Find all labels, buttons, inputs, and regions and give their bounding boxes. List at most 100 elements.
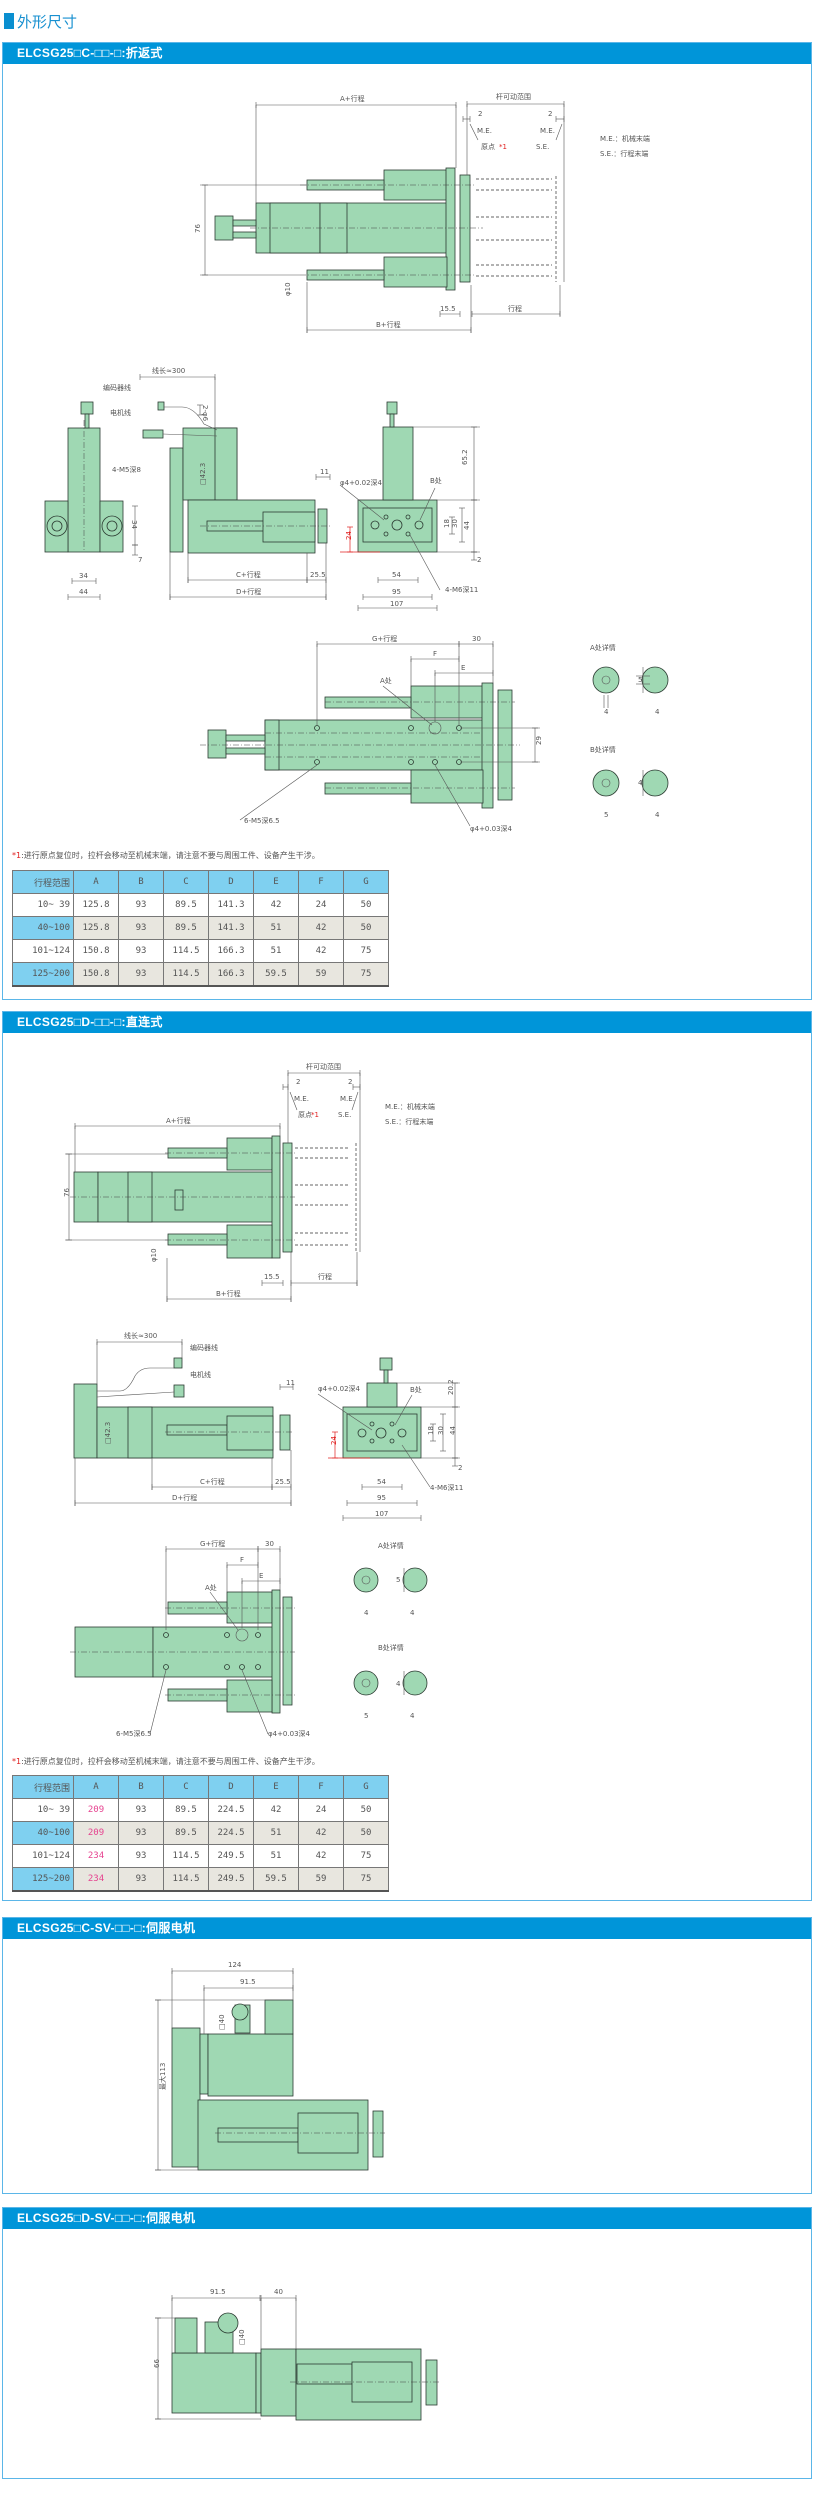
table-cell: 125.8 — [73, 916, 119, 940]
table-cell: 89.5 — [163, 893, 209, 917]
column-header: A — [73, 1775, 119, 1799]
table-cell: 93 — [118, 1798, 164, 1822]
table-cell: 125~200 — [12, 962, 74, 987]
table-cell: 59.5 — [253, 1867, 299, 1892]
column-header: B — [118, 1775, 164, 1799]
column-header: A — [73, 870, 119, 894]
table-cell: 209 — [73, 1821, 119, 1845]
table-cell: 101~124 — [12, 939, 74, 963]
column-header: G — [343, 870, 389, 894]
table-cell: 249.5 — [208, 1867, 254, 1892]
table-cell: 75 — [343, 1844, 389, 1868]
table-cell: 166.3 — [208, 939, 254, 963]
table-cell: 59 — [298, 1867, 344, 1892]
table-cell: 114.5 — [163, 939, 209, 963]
column-header: C — [163, 870, 209, 894]
table-cell: 101~124 — [12, 1844, 74, 1868]
table-cell: 114.5 — [163, 1867, 209, 1892]
table-cell: 42 — [298, 916, 344, 940]
table-cell: 75 — [343, 939, 389, 963]
table-cell: 42 — [298, 939, 344, 963]
column-header: D — [208, 870, 254, 894]
table-cell: 10~ 39 — [12, 1798, 74, 1822]
table-cell: 224.5 — [208, 1798, 254, 1822]
section-direct: ELCSG25□D-□□-□:直连式 — [2, 1011, 812, 1901]
note-text: :进行原点复位时，拉杆会移动至机械末端，请注意不要与周围工件、设备产生干涉。 — [21, 851, 320, 860]
page-title: 外形尺寸 — [4, 10, 77, 32]
table-cell: 51 — [253, 939, 299, 963]
table-cell: 234 — [73, 1867, 119, 1892]
table-cell: 114.5 — [163, 1844, 209, 1868]
table-cell: 234 — [73, 1844, 119, 1868]
table-cell: 249.5 — [208, 1844, 254, 1868]
page-title-text: 外形尺寸 — [17, 12, 78, 31]
table-cell: 166.3 — [208, 962, 254, 987]
section-header: ELCSG25□D-□□-□:直连式 — [3, 1012, 811, 1033]
table-cell: 114.5 — [163, 962, 209, 987]
table-cell: 59.5 — [253, 962, 299, 987]
column-header: F — [298, 1775, 344, 1799]
table-cell: 40~100 — [12, 1821, 74, 1845]
table-cell: 42 — [253, 1798, 299, 1822]
table-cell: 24 — [298, 893, 344, 917]
section-header: ELCSG25□C-□□-□:折返式 — [3, 43, 811, 64]
table-cell: 209 — [73, 1798, 119, 1822]
table-cell: 50 — [343, 1798, 389, 1822]
table-cell: 93 — [118, 1844, 164, 1868]
table-cell: 150.8 — [73, 962, 119, 987]
table-cell: 93 — [118, 1821, 164, 1845]
column-header: 行程范围 — [12, 1775, 74, 1799]
table-cell: 125~200 — [12, 1867, 74, 1892]
table-cell: 224.5 — [208, 1821, 254, 1845]
origin-note: *1:进行原点复位时，拉杆会移动至机械末端，请注意不要与周围工件、设备产生干涉。 — [12, 1756, 320, 1767]
column-header: E — [253, 1775, 299, 1799]
column-header: B — [118, 870, 164, 894]
table-cell: 141.3 — [208, 893, 254, 917]
table-cell: 10~ 39 — [12, 893, 74, 917]
table-cell: 89.5 — [163, 916, 209, 940]
section-servo-folded: ELCSG25□C-SV-□□-□:伺服电机 — [2, 1917, 812, 2194]
column-header: C — [163, 1775, 209, 1799]
table-cell: 125.8 — [73, 893, 119, 917]
table-cell: 50 — [343, 893, 389, 917]
title-square-icon — [4, 13, 14, 29]
table-cell: 42 — [298, 1821, 344, 1845]
table-cell: 40~100 — [12, 916, 74, 940]
table-cell: 51 — [253, 1844, 299, 1868]
table-cell: 50 — [343, 1821, 389, 1845]
table-cell: 93 — [118, 939, 164, 963]
section-header: ELCSG25□C-SV-□□-□:伺服电机 — [3, 1918, 811, 1939]
table-cell: 93 — [118, 893, 164, 917]
column-header: D — [208, 1775, 254, 1799]
origin-note: *1:进行原点复位时，拉杆会移动至机械末端，请注意不要与周围工件、设备产生干涉。 — [12, 850, 320, 861]
table-cell: 50 — [343, 916, 389, 940]
table-cell: 59 — [298, 962, 344, 987]
table-cell: 51 — [253, 916, 299, 940]
table-cell: 89.5 — [163, 1798, 209, 1822]
note-text: :进行原点复位时，拉杆会移动至机械末端，请注意不要与周围工件、设备产生干涉。 — [21, 1757, 320, 1766]
table-cell: 93 — [118, 916, 164, 940]
table-cell: 93 — [118, 962, 164, 987]
table-cell: 150.8 — [73, 939, 119, 963]
table-cell: 42 — [298, 1844, 344, 1868]
table-cell: 24 — [298, 1798, 344, 1822]
section-header: ELCSG25□D-SV-□□-□:伺服电机 — [3, 2208, 811, 2229]
column-header: G — [343, 1775, 389, 1799]
table-cell: 93 — [118, 1867, 164, 1892]
note-star: *1 — [12, 851, 22, 860]
column-header: F — [298, 870, 344, 894]
table-cell: 51 — [253, 1821, 299, 1845]
column-header: 行程范围 — [12, 870, 74, 894]
